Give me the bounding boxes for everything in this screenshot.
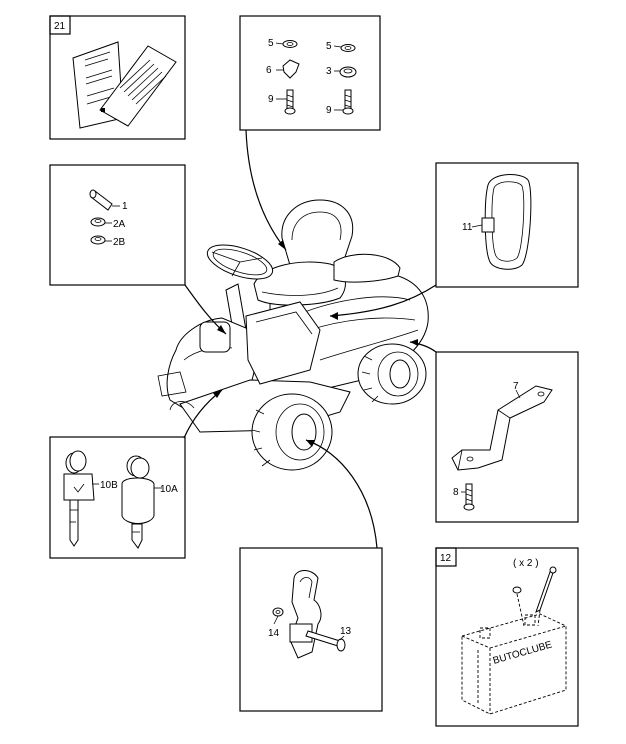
washer-icon	[282, 40, 298, 48]
key-icon	[63, 450, 95, 547]
part-label: 2B	[113, 237, 126, 248]
part-label: 7	[513, 381, 519, 392]
riding-mower-illustration	[157, 199, 429, 471]
seat-icon	[281, 199, 354, 273]
part-label: 10A	[160, 484, 178, 495]
part-label: 11	[462, 222, 473, 233]
nut-icon	[272, 607, 284, 617]
panel-seat-mount: 5 6 9 5 3 9	[239, 15, 381, 131]
washer-icon	[90, 217, 106, 227]
part-label: 14	[268, 628, 280, 639]
callout-arrow	[305, 439, 378, 549]
part-label: 3	[326, 66, 332, 77]
manual-booklets-illustration	[72, 41, 177, 129]
part-label: 9	[268, 94, 274, 105]
key-icon	[121, 455, 155, 549]
panel-manuals: 21	[49, 15, 186, 140]
panel-steering-parts: 1 2A 2B	[49, 164, 186, 286]
mounting-bracket-icon	[451, 385, 553, 471]
nut-icon	[512, 586, 522, 594]
part-label: 1	[122, 201, 128, 212]
panel-pedal: 14 13	[239, 547, 383, 712]
part-label: 10B	[100, 480, 118, 491]
quantity-label: ( x 2 )	[513, 558, 539, 569]
part-label: 8	[453, 487, 459, 498]
washer-icon	[340, 44, 356, 52]
part-label: 9	[326, 105, 332, 116]
handle-grip-icon	[484, 174, 532, 270]
screw-icon	[535, 569, 555, 613]
pedal-arm-icon	[289, 570, 322, 659]
nut-icon	[339, 66, 357, 78]
panel-grip: 11	[435, 162, 579, 288]
part-label: 5	[326, 41, 332, 52]
panel-manuals-number: 21	[54, 21, 66, 32]
callout-arrow	[329, 284, 437, 317]
washer-icon	[90, 235, 106, 245]
part-label: 6	[266, 65, 272, 76]
panel-bracket: 7 8	[435, 351, 579, 523]
battery-icon: BUTOCLUBE	[461, 613, 567, 715]
panel-battery-number: 12	[440, 553, 452, 564]
spacer-icon	[282, 59, 300, 79]
part-label: 13	[340, 626, 352, 637]
battery-label-text: BUTOCLUBE	[492, 639, 554, 666]
callout-arrow	[245, 129, 287, 251]
panel-battery: 12 ( x 2 ) BUTOCLUBE	[435, 547, 579, 727]
part-label: 2A	[113, 219, 126, 230]
callout-arrows	[183, 129, 437, 549]
panel-keys: 10B 10A	[49, 436, 186, 559]
part-label: 5	[268, 38, 274, 49]
